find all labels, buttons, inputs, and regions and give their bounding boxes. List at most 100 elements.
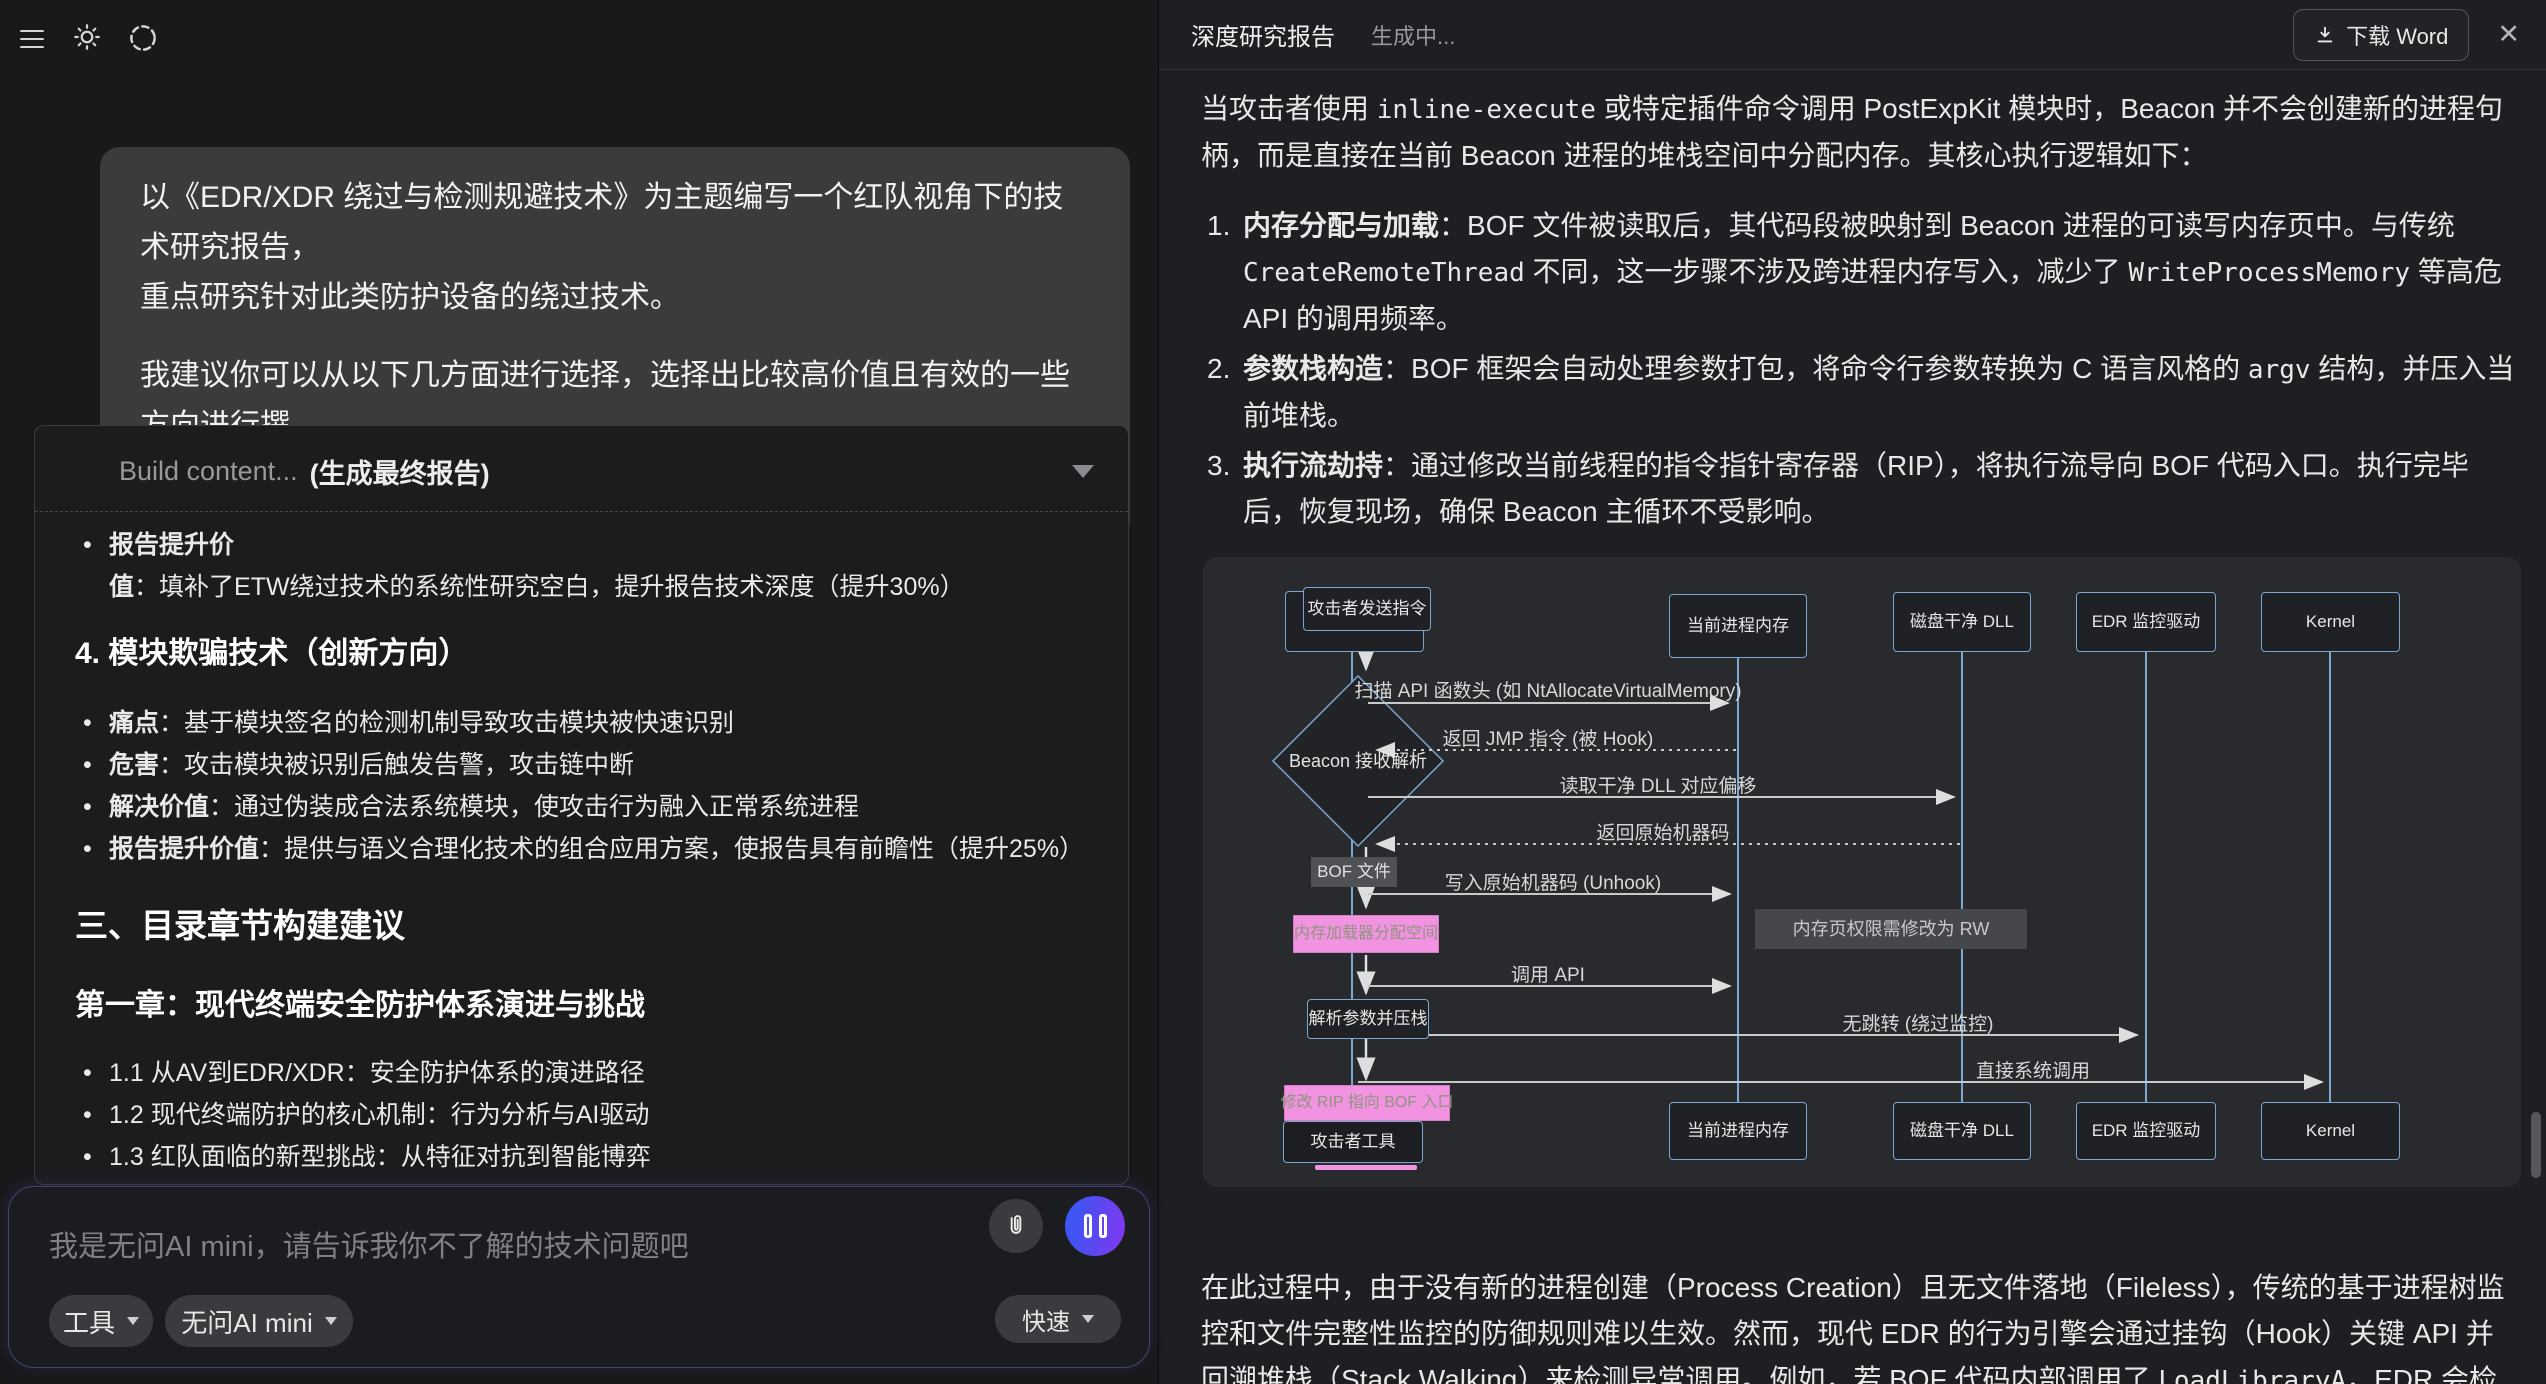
list-number: 3.: [1207, 450, 1231, 481]
actor-attacker-tool: 攻击者工具: [1283, 1121, 1423, 1163]
list-item: 报告提升价值：填补了ETW绕过技术的系统性研究空白，提升报告技术深度（提升30%…: [75, 524, 1088, 608]
execution-logic-list: 1. 内存分配与加载：BOF 文件被读取后，其代码段被映射到 Beacon 进程…: [1201, 203, 2520, 535]
bullet-label: 报告提升价值: [109, 531, 235, 601]
report-paragraph: 当攻击者使用 inline-execute 或特定插件命令调用 PostExpK…: [1201, 93, 2503, 171]
actor-kernel-top: Kernel: [2261, 592, 2400, 652]
message-paragraph-gap: [140, 323, 1090, 351]
bullet-label: 痛点: [109, 709, 160, 737]
bullet-text: 1.2 现代终端防护的核心机制：行为分析与AI驱动: [109, 1101, 650, 1129]
bullet-label: 解决价值: [109, 793, 210, 821]
download-word-button[interactable]: 下载 Word: [2293, 8, 2470, 61]
list-item: 2. 参数栈构造：BOF 框架会自动处理参数打包，将命令行参数转换为 C 语言风…: [1201, 346, 2520, 439]
sequence-diagram: 攻击者发送指令 当前进程内存 磁盘干净 DLL EDR 监控驱动 Kernel …: [1203, 557, 2521, 1187]
generation-status: 生成中...: [1371, 23, 1456, 49]
note-rw-permission: 内存页权限需修改为 RW: [1755, 909, 2027, 949]
bullet-label: 报告提升价值: [109, 835, 260, 863]
list-item: 报告提升价值：提供与语义合理化技术的组合应用方案，使报告具有前瞻性（提升25%）: [75, 828, 1088, 870]
msg-call-api: 调用 API: [1511, 965, 1585, 986]
section-heading: 4. 模块欺骗技术（创新方向）: [75, 637, 469, 670]
list-item-text: 内存分配与加载：BOF 文件被读取后，其代码段被映射到 Beacon 进程的可读…: [1243, 210, 2502, 334]
attach-file-button[interactable]: [989, 1199, 1043, 1253]
build-content-card: Build content... (生成最终报告) 报告提升价值：填补了ETW绕…: [34, 425, 1129, 1185]
build-card-title-zh: (生成最终报告): [309, 459, 490, 489]
caret-down-icon: [127, 1317, 139, 1325]
report-title: 深度研究报告: [1191, 24, 1335, 51]
caret-down-icon: [1082, 1315, 1094, 1323]
list-item: 3. 执行流劫持：通过修改当前线程的指令指针寄存器（RIP），将执行流导向 BO…: [1201, 443, 2520, 535]
msg-direct-syscall: 直接系统调用: [1975, 1061, 2091, 1082]
collapse-chevron-icon[interactable]: [1072, 465, 1094, 478]
actor-attacker-command: 攻击者发送指令: [1303, 587, 1431, 631]
speed-label: 快速: [1022, 1308, 1070, 1336]
brightness-icon[interactable]: [72, 22, 102, 57]
chip-bof-file: BOF 文件: [1311, 857, 1397, 887]
report-panel: 深度研究报告 生成中... 下载 Word ✕ 当攻击者使用 inline-ex…: [1158, 0, 2546, 1384]
step-modify-rip: 修改 RIP 指向 BOF 入口: [1280, 1085, 1454, 1121]
diamond-beacon-parse: Beacon 接收解析: [1288, 751, 1428, 771]
scrollbar-thumb[interactable]: [2531, 1112, 2541, 1178]
list-item: 1.2 现代终端防护的核心机制：行为分析与AI驱动: [75, 1094, 1088, 1136]
chapter-suggestion-heading: 三、目录章节构建建议: [75, 907, 405, 944]
actor-kernel-bottom: Kernel: [2261, 1102, 2400, 1160]
list-number: 2.: [1207, 353, 1231, 384]
actor-clean-dll-top: 磁盘干净 DLL: [1893, 592, 2031, 652]
bullet-text: ：基于模块签名的检测机制导致攻击模块被快速识别: [159, 709, 735, 737]
bullet-label: 危害: [109, 751, 160, 779]
close-icon[interactable]: ✕: [2497, 19, 2520, 49]
download-label: 下载 Word: [2346, 23, 2449, 49]
list-item: 危害：攻击模块被识别后触发告警，攻击链中断: [75, 744, 1088, 786]
list-item-text: 执行流劫持：通过修改当前线程的指令指针寄存器（RIP），将执行流导向 BOF 代…: [1243, 450, 2469, 527]
user-message-line: 重点研究针对此类防护设备的绕过技术。: [140, 281, 680, 314]
build-card-header[interactable]: Build content... (生成最终报告): [35, 426, 1128, 511]
build-card-title-en: Build content...: [119, 456, 298, 486]
build-card-body: 报告提升价值：填补了ETW绕过技术的系统性研究空白，提升报告技术深度（提升30%…: [35, 512, 1128, 1184]
chat-input-placeholder[interactable]: 我是无问AI mini，请告诉我你不了解的技术问题吧: [49, 1231, 689, 1263]
actor-clean-dll-bottom: 磁盘干净 DLL: [1893, 1102, 2031, 1160]
paperclip-icon: [1010, 1215, 1022, 1234]
pink-underline: [1315, 1165, 1417, 1170]
tools-label: 工具: [62, 1307, 115, 1338]
list-item-text: 参数栈构造：BOF 框架会自动处理参数打包，将命令行参数转换为 C 语言风格的 …: [1243, 353, 2515, 431]
msg-write-unhook: 写入原始机器码 (Unhook): [1444, 873, 1662, 894]
stop-generation-button[interactable]: [1065, 1196, 1125, 1256]
chat-input-container[interactable]: 我是无问AI mini，请告诉我你不了解的技术问题吧 工具 无问AI mini …: [8, 1186, 1150, 1368]
actor-process-memory-bottom: 当前进程内存: [1669, 1102, 1807, 1160]
report-body: 当攻击者使用 inline-execute 或特定插件命令调用 PostExpK…: [1159, 70, 2546, 1384]
actor-process-memory-top: 当前进程内存: [1669, 594, 1807, 658]
caret-down-icon: [324, 1317, 337, 1325]
step-memory-loader-alloc: 内存加载器分配空间: [1293, 915, 1439, 953]
list-item: 1.1 从AV到EDR/XDR：安全防护体系的演进路径: [75, 1052, 1088, 1094]
bullet-text: 1.1 从AV到EDR/XDR：安全防护体系的演进路径: [109, 1059, 645, 1087]
report-header: 深度研究报告 生成中... 下载 Word ✕: [1159, 0, 2546, 70]
menu-icon[interactable]: [20, 24, 44, 54]
actor-edr-driver-bottom: EDR 监控驱动: [2076, 1102, 2216, 1160]
actor-edr-driver-top: EDR 监控驱动: [2076, 592, 2216, 652]
model-label: 无问AI mini: [181, 1307, 313, 1338]
chapter1-heading: 第一章：现代终端安全防护体系演进与挑战: [75, 989, 645, 1022]
bullet-text: ：填补了ETW绕过技术的系统性研究空白，提升报告技术深度（提升30%）: [134, 573, 965, 601]
speed-dropdown-button[interactable]: 快速: [995, 1295, 1121, 1343]
refresh-loop-icon[interactable]: [128, 23, 158, 58]
user-message-line: 以《EDR/XDR 绕过与检测规避技术》为主题编写一个红队视角下的技术研究报告，: [140, 181, 1064, 264]
bullet-text: ：通过伪装成合法系统模块，使攻击行为融入正常系统进程: [209, 793, 860, 821]
list-item: 1. 内存分配与加载：BOF 文件被读取后，其代码段被映射到 Beacon 进程…: [1201, 203, 2520, 342]
msg-read-dll-offset: 读取干净 DLL 对应偏移: [1559, 776, 1757, 797]
report-paragraph: 在此过程中，由于没有新的进程创建（Process Creation）且无文件落地…: [1201, 1272, 2505, 1384]
list-item: 1.3 红队面临的新型挑战：从特征对抗到智能博弈: [75, 1136, 1088, 1178]
msg-return-jmp: 返回 JMP 指令 (被 Hook): [1442, 729, 1654, 750]
tools-dropdown-button[interactable]: 工具: [49, 1295, 153, 1347]
model-dropdown-button[interactable]: 无问AI mini: [165, 1295, 353, 1347]
step-parse-args-push-stack: 解析参数并压栈: [1307, 999, 1429, 1039]
pause-icon: [1083, 1214, 1107, 1238]
card-divider: [35, 511, 1128, 512]
download-icon: [2317, 26, 2333, 42]
msg-no-jump-bypass: 无跳转 (绕过监控): [1842, 1014, 1994, 1035]
list-item: 解决价值：通过伪装成合法系统模块，使攻击行为融入正常系统进程: [75, 786, 1088, 828]
bullet-text: ：提供与语义合理化技术的组合应用方案，使报告具有前瞻性（提升25%）: [259, 835, 1085, 863]
msg-scan-api: 扫描 API 函数头 (如 NtAllocateVirtualMemory): [1354, 681, 1742, 702]
bullet-text: ：攻击模块被识别后触发告警，攻击链中断: [159, 751, 635, 779]
chat-panel: 以《EDR/XDR 绕过与检测规避技术》为主题编写一个红队视角下的技术研究报告，…: [0, 0, 1158, 1384]
list-number: 1.: [1207, 210, 1231, 241]
list-item: 痛点：基于模块签名的检测机制导致攻击模块被快速识别: [75, 702, 1088, 744]
msg-return-machine-code: 返回原始机器码: [1596, 823, 1730, 844]
